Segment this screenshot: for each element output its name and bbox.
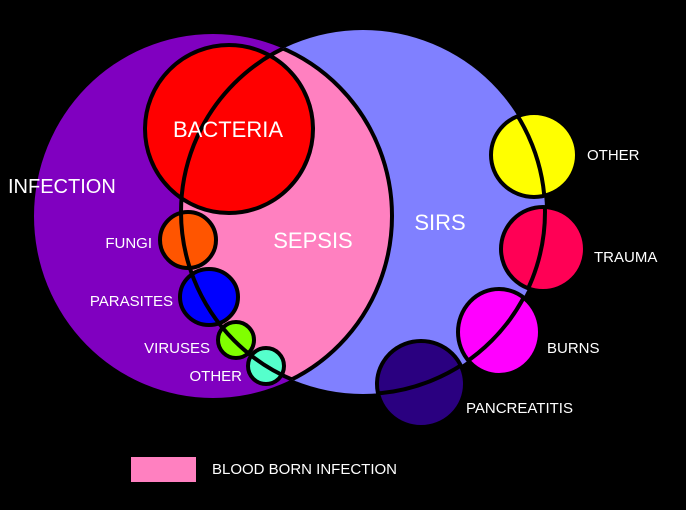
infection-label: INFECTION: [8, 176, 116, 198]
sepsis-label: SEPSIS: [273, 228, 352, 253]
legend-swatch: [131, 457, 196, 482]
parasites-circle: [178, 267, 240, 327]
other-sirs-label: OTHER: [587, 147, 640, 164]
pancreatitis-label: PANCREATITIS: [466, 400, 573, 417]
viruses-label: VIRUSES: [144, 340, 210, 357]
sirs-label: SIRS: [414, 210, 465, 235]
trauma-label: TRAUMA: [594, 249, 657, 266]
legend-label: BLOOD BORN INFECTION: [212, 461, 397, 478]
burns-label: BURNS: [547, 340, 600, 357]
bacteria-label: BACTERIA: [173, 117, 283, 142]
other-infection-label: OTHER: [190, 368, 243, 385]
parasites-label: PARASITES: [90, 293, 173, 310]
fungi-label: FUNGI: [105, 235, 152, 252]
